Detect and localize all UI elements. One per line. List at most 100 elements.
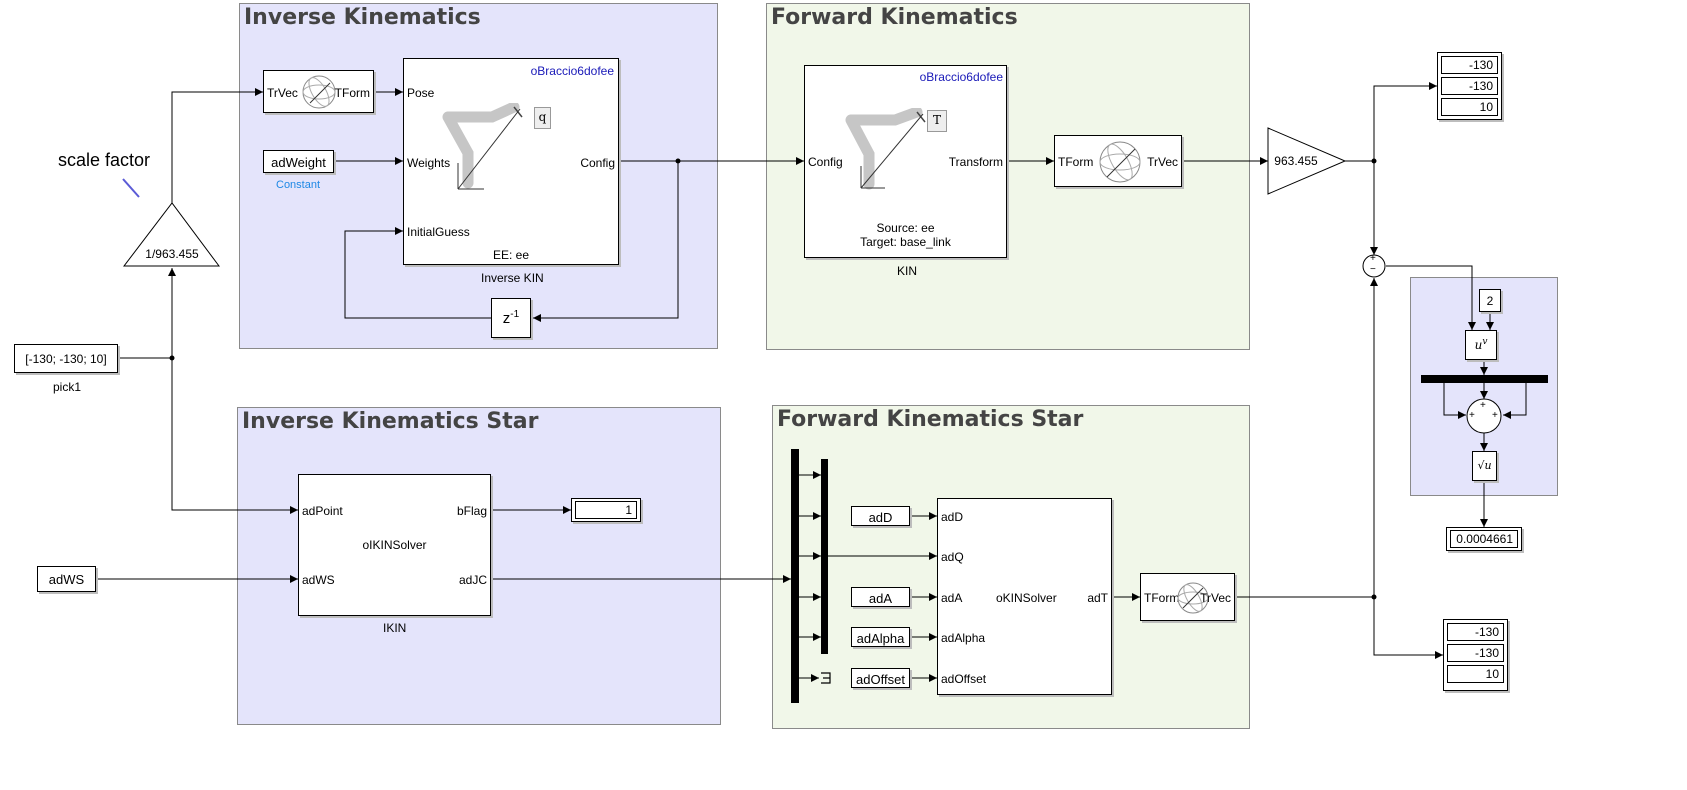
port-adpoint: adPoint: [302, 504, 343, 518]
sum-sign: +: [1480, 400, 1486, 411]
display-cell: 10: [1447, 665, 1504, 683]
trvec-port: TrVec: [267, 86, 298, 100]
gain-triangle: [1267, 127, 1347, 195]
port-bflag: bFlag: [456, 504, 487, 518]
display-norm: 0.0004661: [1446, 527, 1522, 551]
display-cell: -130: [1441, 77, 1498, 95]
sum-minus-sign: −: [1370, 264, 1376, 275]
display-top: -130 -130 10: [1437, 52, 1502, 120]
terminator-block: [819, 670, 834, 686]
kin-block[interactable]: oBraccio6dofee Config Transform Source: …: [804, 65, 1007, 258]
trvec-port: TrVec: [1147, 155, 1178, 169]
okin-solver-block[interactable]: adD adQ adA adAlpha adOffset adT oKINSol…: [937, 498, 1112, 695]
area-title: Forward Kinematics Star: [777, 407, 1084, 432]
port-weights: Weights: [407, 156, 451, 170]
add-constant[interactable]: adD: [851, 506, 910, 526]
t-symbol-icon: T: [927, 110, 947, 132]
sum-plus-sign: +: [1370, 253, 1376, 264]
delay-symbol: z-1: [492, 309, 530, 327]
pick1-constant[interactable]: [-130; -130; 10]: [14, 344, 118, 373]
adweight-value: adWeight: [271, 155, 326, 170]
adoffset-constant[interactable]: adOffset: [851, 668, 910, 688]
robot-arm-icon: [845, 108, 926, 190]
power-exponent-value: 2: [1486, 294, 1494, 308]
display-cell: 1: [575, 501, 637, 519]
tform-to-trvec-star-block[interactable]: TForm TrVec: [1140, 573, 1235, 621]
gain-label: 963.455: [1274, 154, 1318, 168]
sqrt-label: √u: [1477, 459, 1492, 472]
end-effector-label: EE: ee: [492, 248, 530, 262]
port-ada: adA: [941, 591, 963, 605]
coordinate-transform-icon: [1177, 582, 1209, 614]
kin-name: KIN: [897, 264, 918, 278]
sum-sign: +: [1469, 410, 1475, 421]
adws-value: adWS: [48, 572, 85, 587]
tform-port: TForm: [334, 86, 370, 100]
adweight-constant[interactable]: adWeight: [263, 150, 334, 173]
display-flag: 1: [571, 498, 641, 522]
area-title: Inverse Kinematics: [244, 5, 481, 30]
inverse-kin-block[interactable]: oBraccio6dofee Pose Weights InitialGuess…: [403, 58, 619, 265]
gain-inverse-label: 1/963.455: [145, 247, 199, 261]
port-config: Config: [580, 156, 615, 170]
port-pose: Pose: [407, 86, 435, 100]
port-adws: adWS: [302, 573, 335, 587]
power-base: u: [1474, 338, 1483, 352]
terminator-icon: [821, 672, 831, 684]
adoffset-value: adOffset: [856, 672, 905, 687]
add-value: adD: [868, 510, 893, 525]
sum-squares-circle: [1466, 398, 1502, 434]
trvec-port: TrVec: [1200, 591, 1231, 605]
trvec-to-tform-block[interactable]: TrVec TForm: [263, 70, 374, 113]
mux-bar: [821, 459, 828, 654]
area-title: Forward Kinematics: [771, 5, 1018, 30]
delay-z: z: [502, 310, 511, 327]
port-adalpha: adAlpha: [941, 631, 986, 645]
constant-label: Constant: [276, 179, 321, 191]
q-symbol: q: [538, 110, 547, 124]
sum-diff-circle: [1362, 254, 1386, 278]
ada-constant[interactable]: adA: [851, 587, 910, 607]
port-adoffset: adOffset: [941, 672, 987, 686]
source-label: Source: ee: [876, 221, 935, 235]
annotation-pointer: [122, 178, 140, 198]
sum-sign: +: [1492, 410, 1498, 421]
power-exponent-constant[interactable]: 2: [1479, 289, 1501, 312]
robot-arm-icon: [442, 103, 523, 190]
bus-selector-bar: [1421, 375, 1548, 383]
port-config: Config: [808, 155, 843, 169]
display-cell: 0.0004661: [1450, 530, 1518, 548]
port-transform: Transform: [948, 155, 1003, 169]
adalpha-value: adAlpha: [856, 631, 905, 646]
solver-name: oKINSolver: [996, 591, 1057, 605]
robot-name: oBraccio6dofee: [919, 70, 1003, 84]
power-block[interactable]: uv: [1465, 330, 1497, 360]
port-initial-guess: InitialGuess: [407, 225, 470, 239]
display-cell: 10: [1441, 98, 1498, 116]
unit-delay-block[interactable]: z-1: [491, 298, 531, 338]
port-add: adD: [941, 510, 964, 524]
pick1-name: pick1: [53, 380, 82, 394]
robot-name: oBraccio6dofee: [530, 64, 614, 78]
solver-name: oIKINSolver: [362, 538, 427, 552]
ikin-block[interactable]: adPoint adWS bFlag adJC oIKINSolver: [298, 474, 491, 616]
display-cell: -130: [1447, 644, 1504, 662]
sqrt-block[interactable]: √u: [1472, 451, 1497, 481]
pick1-value: [-130; -130; 10]: [25, 352, 107, 366]
power-exp: v: [1482, 337, 1488, 347]
adws-constant[interactable]: adWS: [37, 566, 96, 592]
port-adjc: adJC: [458, 573, 487, 587]
adalpha-constant[interactable]: adAlpha: [851, 627, 910, 647]
ada-value: adA: [868, 591, 893, 606]
display-bottom: -130 -130 10: [1443, 619, 1508, 691]
target-label: Target: base_link: [860, 235, 951, 249]
ikin-name: IKIN: [383, 621, 407, 635]
tform-to-trvec-block[interactable]: TForm TrVec: [1054, 135, 1182, 187]
display-cell: -130: [1447, 623, 1504, 641]
coordinate-transform-icon: [302, 75, 336, 109]
area-title: Inverse Kinematics Star: [242, 409, 539, 434]
q-symbol-icon: q: [534, 107, 551, 129]
scale-factor-annotation: scale factor: [58, 150, 151, 170]
display-cell: -130: [1441, 56, 1498, 74]
